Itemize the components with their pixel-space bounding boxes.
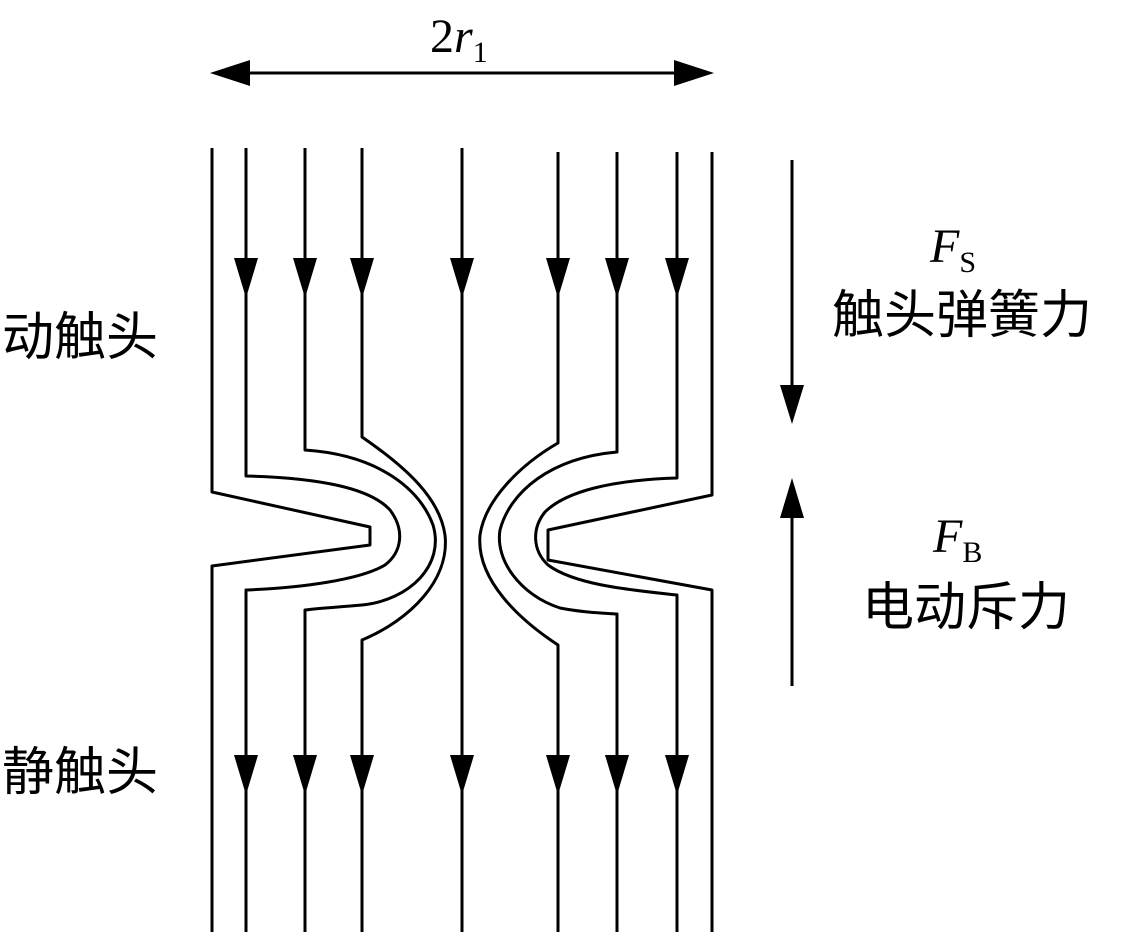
current-line-left-3	[303, 148, 437, 932]
current-arrows-bottom	[234, 755, 689, 795]
moving-contact-label: 动触头	[2, 308, 158, 368]
dimension-arrow	[210, 60, 714, 86]
current-arrows-top	[234, 258, 689, 298]
repulsion-force-arrow	[780, 478, 804, 686]
current-line-right-1	[546, 152, 714, 932]
current-line-left-2	[244, 148, 402, 932]
current-line-right-4	[478, 152, 560, 932]
spring-force-arrow	[780, 160, 804, 424]
current-line-left-4	[360, 148, 447, 932]
static-contact-label: 静触头	[2, 743, 158, 803]
current-line-right-2	[534, 152, 679, 932]
repulsion-force-symbol: FB	[932, 510, 982, 569]
current-line-right-3	[497, 152, 619, 932]
dimension-label: 2r1	[430, 10, 488, 69]
spring-force-symbol: FS	[929, 220, 976, 279]
spring-force-name: 触头弹簧力	[832, 286, 1092, 346]
repulsion-force-name: 电动斥力	[862, 578, 1070, 638]
current-line-left-1	[210, 148, 372, 932]
